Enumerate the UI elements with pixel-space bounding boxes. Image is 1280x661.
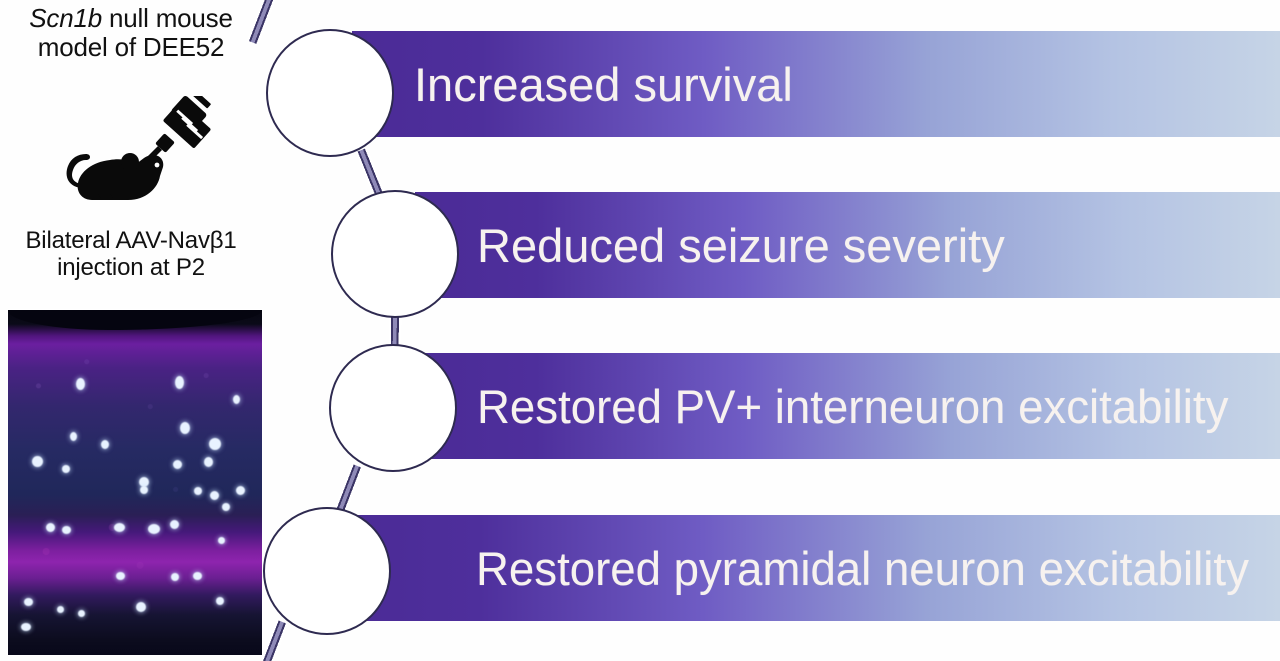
- outcome-label-4: Restored pyramidal neuron excitability: [476, 541, 1249, 595]
- outcome-bar-4: Restored pyramidal neuron excitability: [350, 515, 1280, 621]
- fluorescence-micrograph-cortex: [8, 310, 262, 655]
- outcome-bar-3: Restored PV+ interneuron excitability: [415, 353, 1280, 459]
- outcome-bar-2: Reduced seizure severity: [415, 192, 1280, 298]
- model-caption: Scn1b null mouse model of DEE52: [0, 3, 262, 63]
- model-caption-line1-rest: null mouse: [101, 3, 233, 33]
- outcome-label-1: Increased survival: [414, 57, 793, 111]
- outcome-label-2: Reduced seizure severity: [477, 218, 1005, 272]
- model-caption-line2: model of DEE52: [37, 32, 225, 63]
- node-circle-3: [329, 344, 457, 472]
- mouse-with-syringe-icon: [66, 96, 211, 200]
- outcome-bar-1: Increased survival: [352, 31, 1280, 137]
- micrograph-top-edge: [8, 310, 262, 330]
- node-circle-2: [331, 190, 459, 318]
- outcome-label-3: Restored PV+ interneuron excitability: [477, 379, 1229, 433]
- treatment-caption-line1: Bilateral AAV-Navβ1: [25, 227, 237, 254]
- gene-name-scn1b: Scn1b: [29, 3, 102, 33]
- micrograph-texture: [8, 310, 262, 655]
- node-circle-1: [266, 29, 394, 157]
- treatment-caption: Bilateral AAV-Navβ1 injection at P2: [0, 227, 262, 282]
- node-circle-4: [263, 507, 391, 635]
- connector-node-4-to-bottom: [258, 619, 289, 661]
- treatment-caption-line2: injection at P2: [57, 253, 205, 281]
